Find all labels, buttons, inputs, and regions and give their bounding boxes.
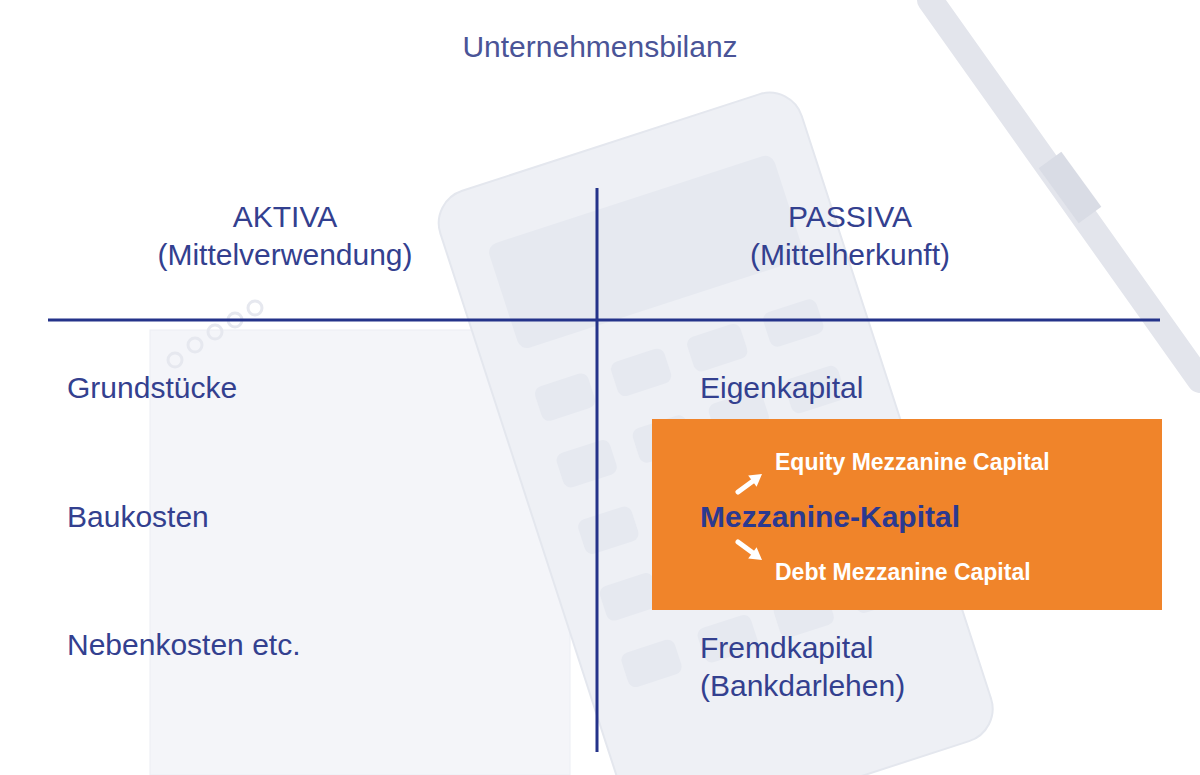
key bbox=[576, 504, 640, 556]
balance-item: Eigenkapital bbox=[700, 369, 863, 407]
vertical-rule bbox=[596, 188, 599, 752]
label-wrap: PASSIVA (Mittelherkunft) bbox=[705, 198, 995, 273]
key bbox=[609, 347, 673, 399]
key bbox=[685, 322, 749, 374]
arrow-head bbox=[748, 547, 762, 560]
mezzanine-box: Equity Mezzanine CapitalMezzanine-Kapita… bbox=[652, 419, 1162, 610]
mezzanine-subtype: Debt Mezzanine Capital bbox=[775, 558, 1031, 587]
title-wrap: Unternehmensbilanz bbox=[0, 28, 1200, 66]
pen-body bbox=[930, 0, 1200, 380]
key bbox=[533, 371, 597, 423]
spiral-ring bbox=[168, 353, 182, 367]
arrow-shaft bbox=[738, 481, 753, 492]
spiral-ring bbox=[208, 325, 222, 339]
horizontal-rule bbox=[48, 319, 1160, 322]
mezzanine-heading: Mezzanine-Kapital bbox=[700, 498, 960, 536]
t-account-lines bbox=[48, 188, 1160, 752]
pen-ring bbox=[1050, 160, 1090, 215]
label-wrap: AKTIVA (Mittelverwendung) bbox=[120, 198, 450, 273]
label-wrap: Grundstücke bbox=[67, 369, 237, 407]
key bbox=[554, 438, 618, 490]
arrow-down-right bbox=[738, 542, 762, 560]
balance-item: Baukosten bbox=[67, 498, 209, 536]
balance-item: Grundstücke bbox=[67, 369, 237, 407]
column-header: PASSIVA (Mittelherkunft) bbox=[705, 198, 995, 273]
column-header: AKTIVA (Mittelverwendung) bbox=[120, 198, 450, 273]
label-wrap: Baukosten bbox=[67, 498, 209, 536]
arrow-shaft bbox=[738, 542, 753, 553]
key bbox=[619, 638, 683, 690]
balance-item: Fremdkapital (Bankdarlehen) bbox=[700, 629, 980, 704]
key bbox=[761, 297, 825, 349]
arrow-up-right bbox=[738, 474, 762, 492]
balance-item: Nebenkosten etc. bbox=[67, 626, 300, 664]
node-text-wrap: Equity Mezzanine Capital bbox=[775, 448, 1050, 477]
spiral-ring bbox=[188, 338, 202, 352]
arrow-head bbox=[748, 474, 762, 487]
spiral-ring bbox=[248, 301, 262, 315]
node-text-wrap: Mezzanine-Kapital bbox=[700, 498, 960, 536]
diagram-title: Unternehmensbilanz bbox=[0, 28, 1200, 66]
label-wrap: Eigenkapital bbox=[700, 369, 863, 407]
node-text-wrap: Debt Mezzanine Capital bbox=[775, 558, 1031, 587]
pen bbox=[930, 0, 1200, 380]
mezzanine-subtype: Equity Mezzanine Capital bbox=[775, 448, 1050, 477]
label-wrap: Nebenkosten etc. bbox=[67, 626, 300, 664]
label-wrap: Fremdkapital (Bankdarlehen) bbox=[700, 629, 980, 704]
